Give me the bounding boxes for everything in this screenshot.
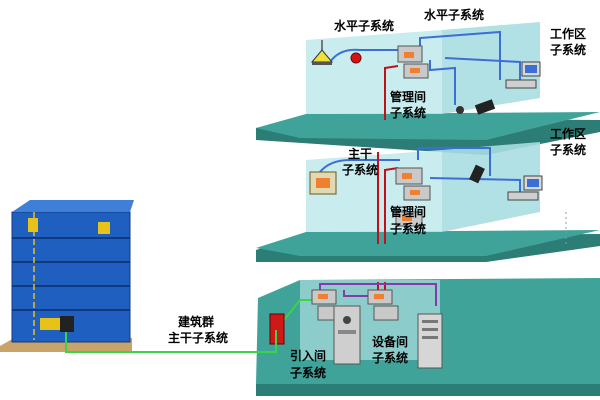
floor-top: 水平子系统 水平子系统 工作区 子系统 管理间 子系统 <box>256 7 600 155</box>
lamp-icon <box>310 40 334 65</box>
patch-panel-icon <box>395 167 431 227</box>
label-horizontal-a: 水平子系统 <box>334 18 394 33</box>
label-backbone-2: 子系统 <box>342 162 378 177</box>
label-work-area-top-1: 工作区 <box>550 26 586 41</box>
label-mgmt-top-2: 子系统 <box>390 105 426 120</box>
label-mgmt-top-1: 管理间 <box>390 89 426 104</box>
label-mgmt-mid-1: 管理间 <box>390 204 426 219</box>
label-equipment-2: 子系统 <box>372 350 408 365</box>
camera-icon <box>469 164 485 184</box>
server-rack-icon <box>333 305 443 369</box>
label-campus-1: 建筑群 <box>177 314 214 329</box>
phone-icon <box>456 99 496 115</box>
computer-icon <box>505 61 541 89</box>
label-entrance-1: 引入间 <box>290 348 326 363</box>
label-equipment-1: 设备间 <box>372 334 408 349</box>
alarm-icon <box>350 52 362 64</box>
label-backbone-1: 主干 <box>348 146 372 161</box>
label-mgmt-mid-2: 子系统 <box>390 221 426 236</box>
patch-panel-icon <box>397 45 429 79</box>
computer-icon <box>507 175 543 201</box>
label-work-area-top-2: 子系统 <box>550 42 586 57</box>
label-entrance-2: 子系统 <box>290 365 326 380</box>
label-horizontal-b: 水平子系统 <box>424 7 484 22</box>
label-campus-2: 主干子系统 <box>168 330 228 345</box>
building-icon <box>0 200 134 352</box>
floor-middle: 主干 子系统 工作区 子系统 管理间 子系统 <box>256 126 600 262</box>
campus-backbone-cable <box>65 330 277 353</box>
label-work-area-mid-1: 工作区 <box>550 126 586 141</box>
label-work-area-mid-2: 子系统 <box>550 142 586 157</box>
floor-ground: 引入间 子系统 设备间 子系统 <box>256 278 600 396</box>
security-panel-icon <box>309 171 337 195</box>
